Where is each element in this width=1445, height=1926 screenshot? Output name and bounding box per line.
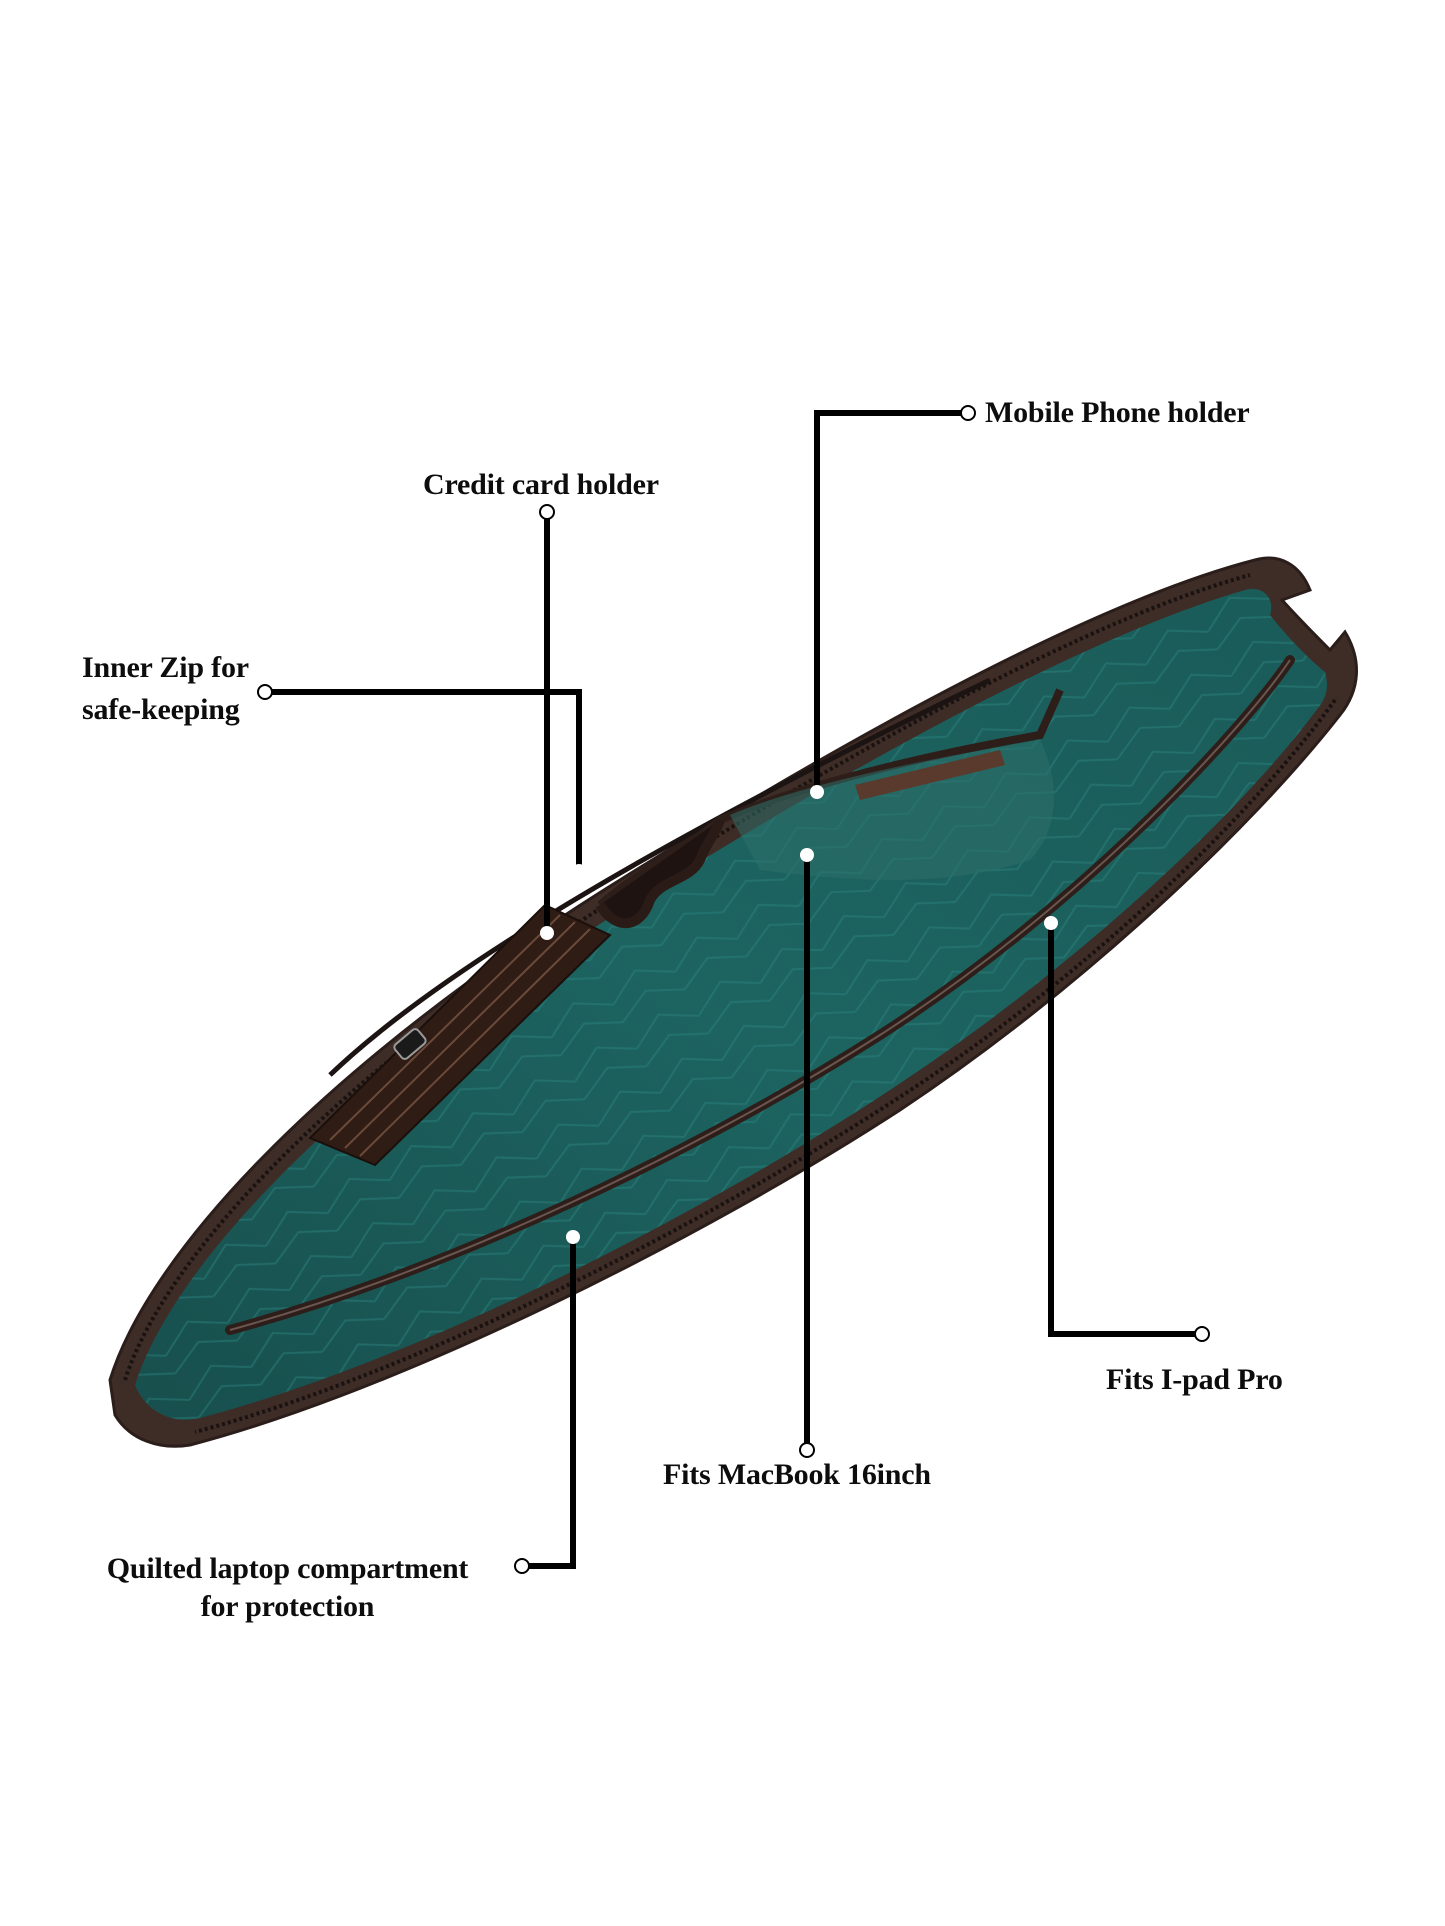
zipper-pull (393, 1028, 427, 1060)
leader-ipad (1048, 920, 1199, 1337)
marker-inner-zip-end (257, 684, 273, 700)
label-credit-card-holder: Credit card holder (423, 468, 659, 501)
marker-mobile-phone-end (960, 405, 976, 421)
leader-mobile-phone (814, 410, 965, 795)
dot-quilted (566, 1230, 580, 1244)
label-inner-zip: Inner Zip for safe-keeping (82, 651, 249, 726)
dot-macbook (800, 848, 814, 862)
marker-quilted-end (514, 1558, 530, 1574)
leader-inner-zip (268, 689, 582, 874)
label-fits-macbook: Fits MacBook 16inch (663, 1458, 931, 1491)
marker-macbook-end (799, 1442, 815, 1458)
label-fits-ipad-pro: Fits I-pad Pro (1106, 1363, 1283, 1396)
phone-pocket-tab (855, 750, 1005, 800)
label-mobile-phone-holder: Mobile Phone holder (985, 396, 1250, 429)
leader-quilted (525, 1234, 576, 1569)
label-quilted-compartment: Quilted laptop compartment for protectio… (106, 1552, 469, 1623)
dot-credit-card (540, 926, 554, 940)
inner-zip-line (328, 677, 992, 1077)
dot-ipad (1044, 916, 1058, 930)
marker-credit-card-end (539, 504, 555, 520)
dot-mobile-phone (810, 785, 824, 799)
dot-inner-zip (572, 864, 586, 878)
pen-loops (595, 818, 725, 929)
marker-ipad-end (1194, 1326, 1210, 1342)
